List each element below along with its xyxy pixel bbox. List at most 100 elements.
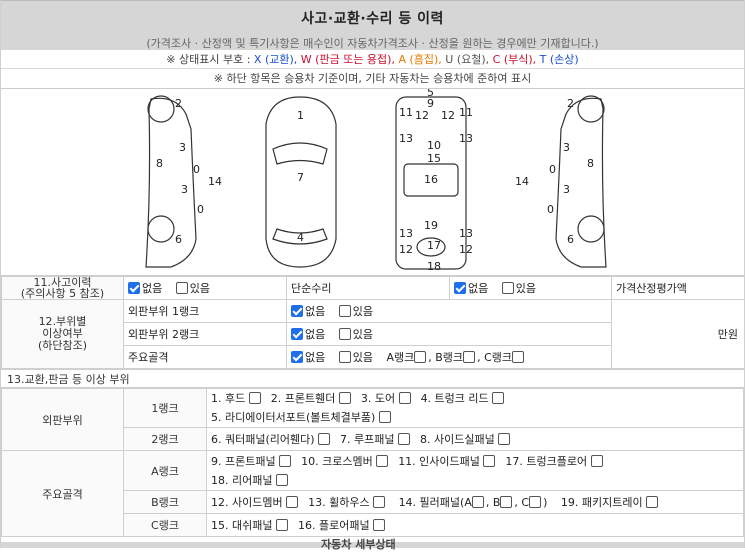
part-item-checkbox[interactable] xyxy=(591,455,603,467)
car-left-wheel-rear xyxy=(148,216,174,242)
part-item-label: 16. 플로어패널 xyxy=(298,519,373,532)
part-item-checkbox[interactable] xyxy=(492,392,504,404)
part-status-label: 12.부위별 이상여부 (하단참조) xyxy=(2,300,124,369)
pillar-b-checkbox[interactable] xyxy=(500,496,512,508)
accident-yes-label: 있음 xyxy=(190,282,210,295)
part-item-checkbox[interactable] xyxy=(373,496,385,508)
part-item-checkbox[interactable] xyxy=(379,411,391,423)
simple-yes-label: 있음 xyxy=(516,282,536,295)
diagram-part-number: 0 xyxy=(193,163,200,176)
simple-repair-options: 없음 있음 xyxy=(450,277,612,300)
row-outer-rank1: 12.부위별 이상여부 (하단참조) 외판부위 1랭크 없음 있음 만원 xyxy=(2,300,745,323)
part-item-checkbox[interactable] xyxy=(249,392,261,404)
outer-rank2-none-label: 없음 xyxy=(305,328,325,341)
car-right-wheel-front xyxy=(578,96,604,122)
part-item-checkbox[interactable] xyxy=(399,392,411,404)
part-item-checkbox[interactable] xyxy=(276,474,288,486)
part-item-label: 10. 크로스멤버 xyxy=(301,455,376,468)
part-item-checkbox[interactable] xyxy=(498,433,510,445)
outer-rank1-none-checkbox[interactable] xyxy=(291,305,303,317)
diagram-part-number: 13 xyxy=(399,227,413,240)
diagram-part-number: 12 xyxy=(399,243,413,256)
price-won-cell: 만원 xyxy=(612,300,745,369)
outer-rank2-none-checkbox[interactable] xyxy=(291,328,303,340)
outer-parts-label: 외판부위 xyxy=(2,389,124,451)
legend-x: X (교환), xyxy=(254,53,297,66)
part-item-checkbox[interactable] xyxy=(286,496,298,508)
legend-c: C (부식), xyxy=(493,53,537,66)
section-13-title: 13.교환,판금 등 이상 부위 xyxy=(1,369,744,388)
section-header: 사고·교환·수리 등 이력 (가격조사 · 산정액 및 특기사항은 매수인이 자… xyxy=(1,0,744,50)
diagram-part-number: 14 xyxy=(208,175,222,188)
part-item-checkbox[interactable] xyxy=(318,433,330,445)
rank-b-checkbox[interactable] xyxy=(463,351,475,363)
part-item-checkbox[interactable] xyxy=(398,433,410,445)
rank-c-checkbox[interactable] xyxy=(512,351,524,363)
outer-rank2-yes-checkbox[interactable] xyxy=(339,328,351,340)
part-item-label: 6. 쿼터패널(리어휀다) xyxy=(211,433,318,446)
section-note: (가격조사 · 산정액 및 특기사항은 매수인이 자동차가격조사 · 산정을 원… xyxy=(1,35,744,51)
diagram-part-number: 8 xyxy=(156,157,163,170)
accident-history-options: 없음 있음 xyxy=(124,277,287,300)
outer-rank1-yes-checkbox[interactable] xyxy=(339,305,351,317)
diagram-part-number: 13 xyxy=(399,132,413,145)
outer-rank2-options: 없음 있음 xyxy=(287,323,612,346)
part-item-checkbox[interactable] xyxy=(646,496,658,508)
part-item-label: 5. 라디에이터서포트(볼트체결부품) xyxy=(211,411,379,424)
outer-rank1-options: 없음 있음 xyxy=(287,300,612,323)
part-item-checkbox[interactable] xyxy=(376,455,388,467)
pillar-end: ) xyxy=(543,496,547,509)
legend-a: A (흠집), xyxy=(398,53,441,66)
accident-history-label: 11.사고이력 (주의사항 5 참조) xyxy=(2,277,124,300)
history-table: 11.사고이력 (주의사항 5 참조) 없음 있음 단순수리 없음 있음 가격산… xyxy=(1,276,745,369)
price-won-unit: 만원 xyxy=(718,328,738,341)
diagram-part-number: 3 xyxy=(563,183,570,196)
next-section-strip: 자동차 세부상태 xyxy=(1,542,744,548)
part-item-label: 2. 프론트휀더 xyxy=(271,392,339,405)
outer-rank2-label: 외판부위 2랭크 xyxy=(124,323,287,346)
rank-a-checkbox[interactable] xyxy=(414,351,426,363)
main-frame-options: 없음 있음 A랭크, B랭크, C랭크 xyxy=(287,346,612,369)
outer-rank1-none-label: 없음 xyxy=(305,305,325,318)
part-item-checkbox[interactable] xyxy=(279,455,291,467)
pillar-c-checkbox[interactable] xyxy=(529,496,541,508)
car-top-windshield xyxy=(273,143,327,164)
accident-none-checkbox[interactable] xyxy=(128,282,140,294)
rank1-items: 1. 후드 2. 프론트휀더 3. 도어 4. 트렁크 리드 5. 라디에이터서… xyxy=(207,389,744,428)
car-left-body xyxy=(146,98,196,267)
frame-parts-label: 주요골격 xyxy=(2,451,124,537)
diagram-part-number: 13 xyxy=(459,227,473,240)
simple-none-checkbox[interactable] xyxy=(454,282,466,294)
diagram-part-number: 12 xyxy=(441,109,455,122)
pillar-a-checkbox[interactable] xyxy=(472,496,484,508)
rank1-items-line2: 5. 라디에이터서포트(볼트체결부품) xyxy=(211,408,739,427)
part-item-checkbox[interactable] xyxy=(339,392,351,404)
frame-none-checkbox[interactable] xyxy=(291,351,303,363)
part-item-label: 3. 도어 xyxy=(361,392,399,405)
diagram-part-number: 18 xyxy=(427,260,441,273)
part-item-checkbox[interactable] xyxy=(483,455,495,467)
simple-yes-checkbox[interactable] xyxy=(502,282,514,294)
car-right-wheel-rear xyxy=(578,216,604,242)
simple-repair-label: 단순수리 xyxy=(287,277,450,300)
diagram-part-number: 14 xyxy=(515,175,529,188)
part-item-checkbox[interactable] xyxy=(276,519,288,531)
section-title: 사고·교환·수리 등 이력 xyxy=(1,1,744,28)
frame-yes-checkbox[interactable] xyxy=(339,351,351,363)
pillar-c-label: , C xyxy=(514,496,529,509)
part-item-label: 19. 패키지트레이 xyxy=(561,496,646,509)
rankB-items: 12. 사이드멤버 13. 휠하우스 14. 필러패널(A, B, C) 19.… xyxy=(207,491,744,514)
diagram-part-number: 0 xyxy=(549,163,556,176)
accident-yes-checkbox[interactable] xyxy=(176,282,188,294)
car-left-wheel-front xyxy=(148,96,174,122)
diagram-part-number: 12 xyxy=(459,243,473,256)
diagram-part-number: 15 xyxy=(427,152,441,165)
part-item-label: 12. 사이드멤버 xyxy=(211,496,286,509)
part-item-label: 15. 대쉬패널 xyxy=(211,519,276,532)
main-frame-label: 주요골격 xyxy=(124,346,287,369)
rankA-items-line1: 9. 프론트패널 10. 크로스멤버 11. 인사이드패널 17. 트렁크플로어 xyxy=(211,452,739,471)
part-item-checkbox[interactable] xyxy=(373,519,385,531)
simple-none-label: 없음 xyxy=(468,282,488,295)
